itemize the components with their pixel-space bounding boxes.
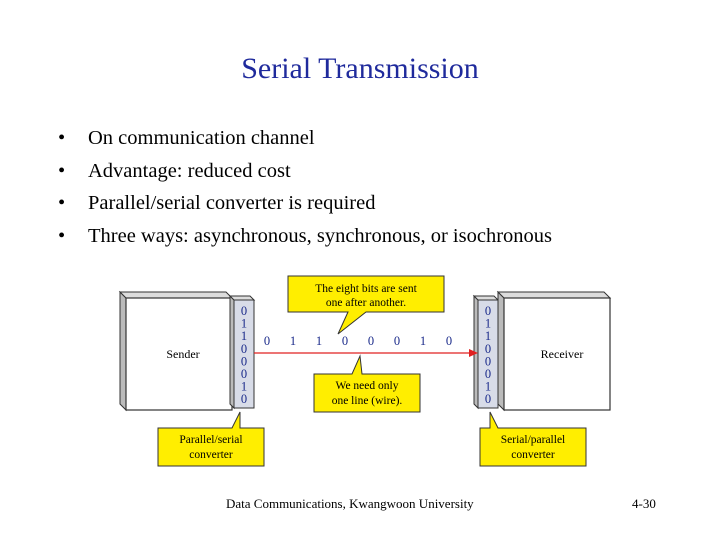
receiver-bit: 0	[485, 304, 491, 318]
sender-bit: 0	[241, 392, 247, 406]
bullet-text: On communication channel	[88, 127, 315, 149]
bullet-dot: •	[58, 224, 66, 247]
bullet-text: Advantage: reduced cost	[88, 159, 291, 182]
receiver-bit: 0	[485, 354, 491, 368]
top-callout-line-1: The eight bits are sent	[315, 283, 417, 295]
bottom-callout: We need only one line (wire).	[313, 354, 421, 413]
arrow-head-icon	[469, 349, 478, 357]
sender-bit: 0	[241, 342, 247, 356]
receiver-device: Receiver	[496, 290, 612, 412]
right-converter-line-1: Serial/parallel	[501, 434, 566, 446]
right-converter-line-2: converter	[511, 449, 555, 461]
bullet-text: Three ways: asynchronous, synchronous, o…	[88, 224, 553, 247]
bullet-item: • Parallel/serial converter is required	[58, 187, 552, 220]
left-converter-callout: Parallel/serial converter	[157, 411, 265, 467]
receiver-bit: 0	[485, 392, 491, 406]
top-callout: The eight bits are sent one after anothe…	[287, 275, 445, 335]
receiver-bit: 1	[485, 329, 491, 343]
bullet-dot: •	[58, 192, 66, 214]
bullet-dot: •	[58, 127, 66, 149]
line-bit: 1	[290, 334, 296, 348]
right-converter-callout: Serial/parallel converter	[479, 411, 587, 467]
slide-title: Serial Transmission	[241, 52, 479, 85]
sender-device: Sender	[118, 290, 234, 412]
line-bit: 0	[446, 334, 452, 348]
bottom-callout-line-2: one line (wire).	[332, 395, 403, 407]
bullet-dot: •	[58, 159, 66, 182]
line-bit: 0	[264, 334, 270, 348]
bullet-item: • Advantage: reduced cost	[58, 155, 552, 188]
top-callout-line-2: one after another.	[326, 297, 406, 309]
sender-label: Sender	[166, 347, 199, 361]
receiver-bit: 0	[485, 367, 491, 381]
left-converter-line-2: converter	[189, 449, 233, 461]
line-bit: 1	[316, 334, 322, 348]
receiver-bit: 0	[485, 342, 491, 356]
line-bit: 1	[420, 334, 426, 348]
receiver-bit: 1	[485, 380, 491, 394]
sender-bit: 1	[241, 317, 247, 331]
bullet-item: • Three ways: asynchronous, synchronous, …	[58, 220, 552, 253]
left-converter-line-1: Parallel/serial	[179, 434, 242, 446]
bullet-list: • On communication channel • Advantage: re…	[58, 122, 552, 252]
bullet-item: • On communication channel	[58, 122, 552, 155]
line-bit: 0	[368, 334, 374, 348]
receiver-label: Receiver	[541, 347, 584, 361]
sender-bit: 0	[241, 304, 247, 318]
sender-bit: 0	[241, 354, 247, 368]
sender-bit: 1	[241, 329, 247, 343]
line-bit: 0	[342, 334, 348, 348]
bottom-callout-line-1: We need only	[336, 380, 399, 392]
footer-text: Data Communications, Kwangwoon Universit…	[226, 496, 474, 511]
line-bit: 0	[394, 334, 400, 348]
sender-bit: 1	[241, 380, 247, 394]
page-number: 4-30	[632, 496, 656, 511]
bullet-text: Parallel/serial converter is required	[88, 192, 376, 214]
sender-bit: 0	[241, 367, 247, 381]
receiver-bit: 1	[485, 317, 491, 331]
